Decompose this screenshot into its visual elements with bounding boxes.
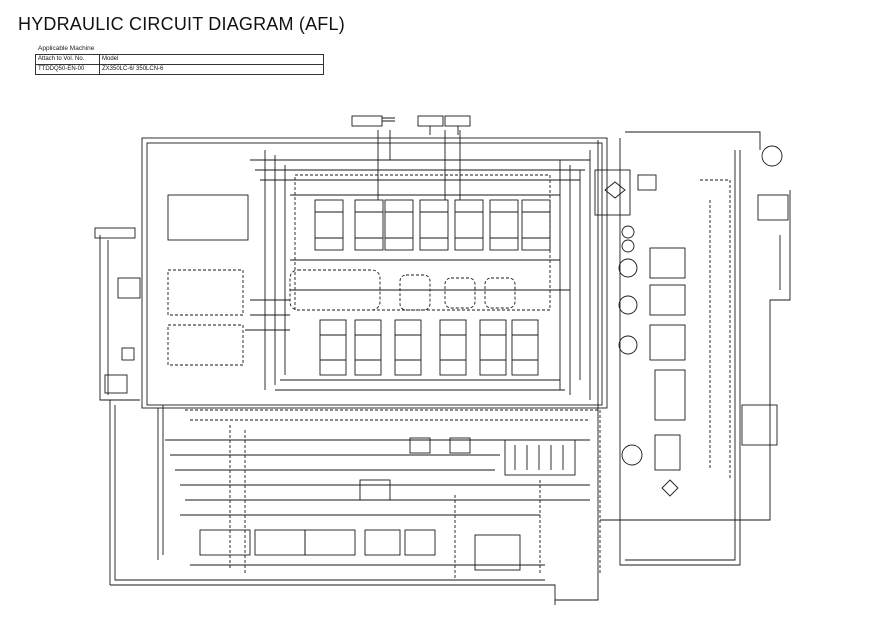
top-cylinders [351, 115, 471, 135]
model-value: ZX350LC-6/ 350LCN-6 [99, 64, 324, 75]
applicable-machine-label: Applicable Machine [38, 45, 95, 52]
applicable-machine-table: Attach to Vol. No. Model TTDDQ50-EN-00 Z… [35, 54, 324, 75]
pilot-circuit-lower [165, 437, 590, 571]
connecting-lines [245, 130, 591, 400]
table-row: TTDDQ50-EN-00 ZX350LC-6/ 350LCN-6 [35, 64, 324, 75]
control-valve-upper-row [314, 199, 551, 251]
control-valve-lower-row [319, 319, 539, 376]
pilot-dashed-lines [185, 179, 731, 580]
frame-lines [99, 131, 791, 605]
pump-group [594, 145, 789, 497]
page-title: HYDRAULIC CIRCUIT DIAGRAM (AFL) [18, 14, 345, 34]
left-valve-blocks [94, 194, 249, 394]
